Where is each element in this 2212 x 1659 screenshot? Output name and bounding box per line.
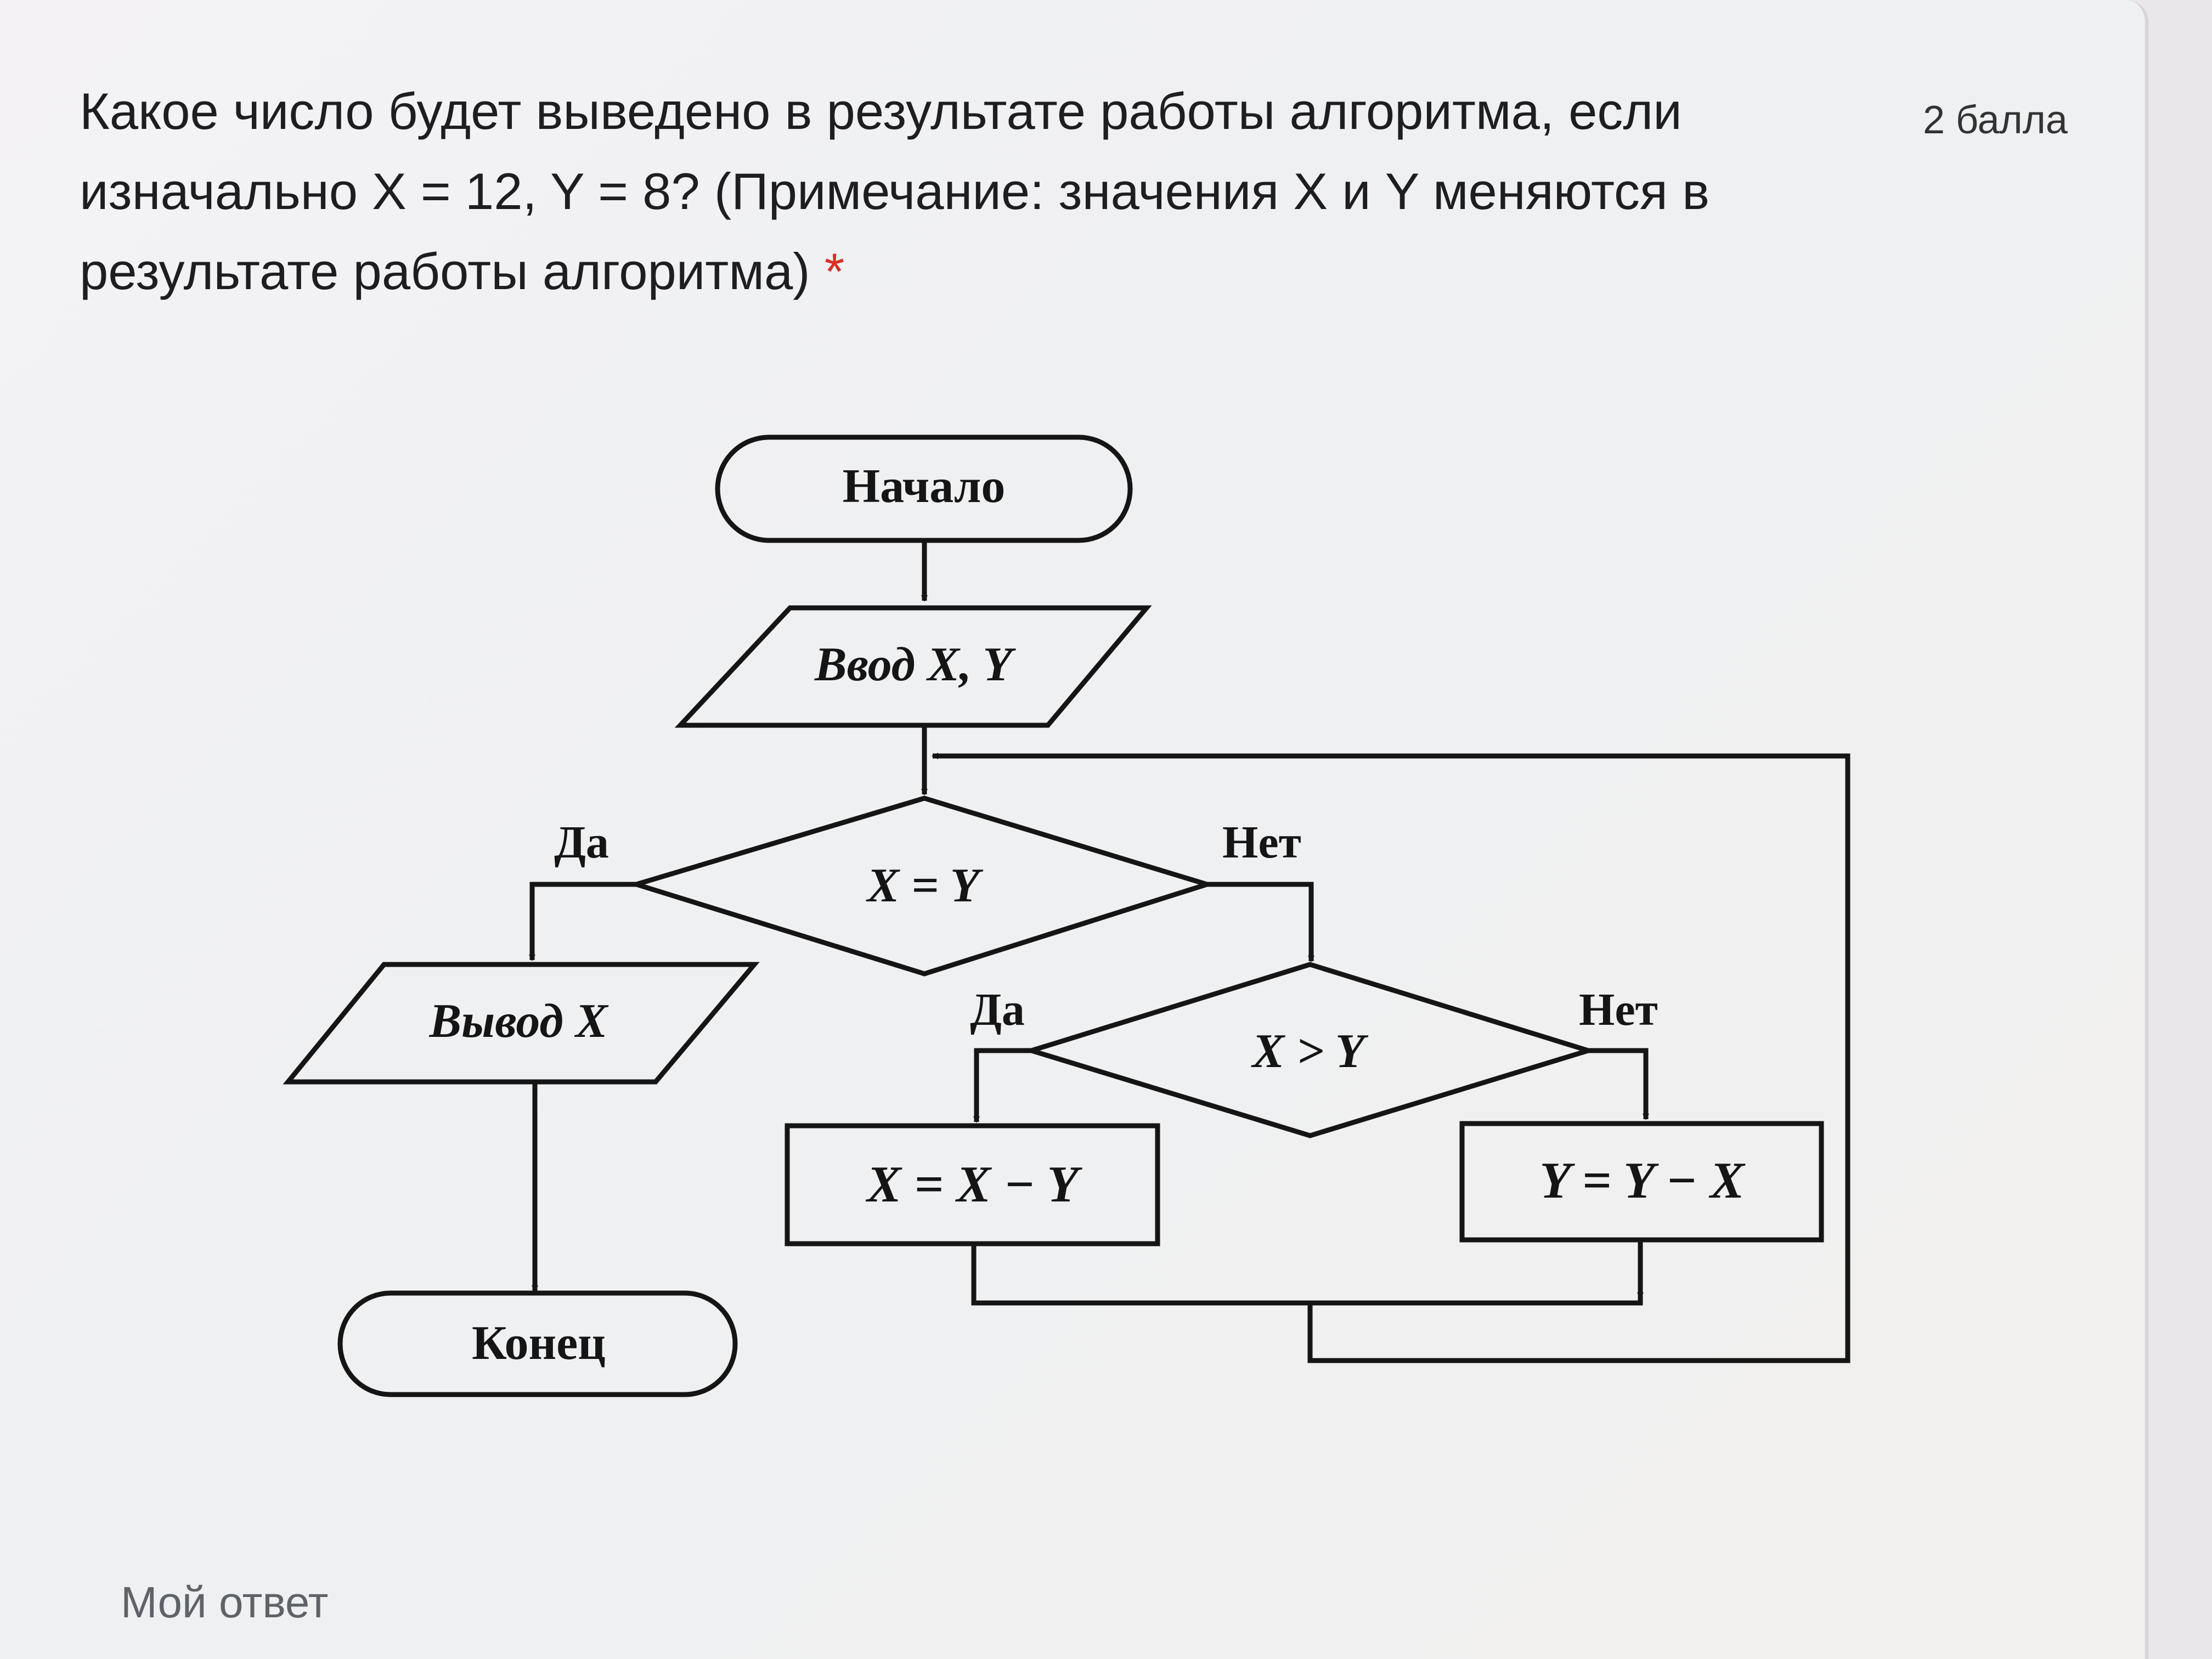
condition1-diamond [628,795,1216,977]
points-label: 2 балла [1923,98,2068,142]
input-block [674,605,1152,728]
action-no-label: Y = Y − X [1539,1152,1746,1209]
condition1-yes-label: Да [554,817,609,868]
start-terminator [715,435,1133,543]
action-yes-label: X = X − Y [865,1156,1082,1213]
connector-condition2-no [1588,1048,1649,1120]
condition2-label: X > Y [1250,1025,1368,1078]
start-label: Начало [843,460,1006,513]
condition2-no-label: Нет [1579,984,1658,1035]
question-text: Какое число будет выведено в результате … [80,71,1890,312]
question-text-body: Какое число будет выведено в результате … [80,82,1710,300]
answer-input-placeholder[interactable]: Мой ответ [121,1578,329,1627]
connector-condition1-yes [529,882,636,961]
output-label: Вывод X [428,995,608,1048]
condition2-diamond [1023,962,1597,1138]
question-card: Какое число будет выведено в результате … [0,0,2148,1659]
connector-loop-back [932,753,1850,1363]
condition2-yes-label: Да [970,984,1025,1035]
end-terminator [337,1290,738,1397]
input-label: Ввод X, Y [814,638,1016,691]
action-no-block [1459,1121,1824,1243]
required-mark: * [824,242,845,300]
flowchart-connectors [529,540,1850,1363]
connector-condition1-no [1207,882,1314,962]
action-yes-block [785,1123,1160,1246]
condition1-no-label: Нет [1222,817,1301,868]
connector-condition2-yes [973,1048,1031,1123]
condition1-label: X = Y [865,859,983,912]
connector-merge-left [971,1244,1643,1306]
end-label: Конец [472,1317,606,1370]
output-block [283,962,760,1085]
